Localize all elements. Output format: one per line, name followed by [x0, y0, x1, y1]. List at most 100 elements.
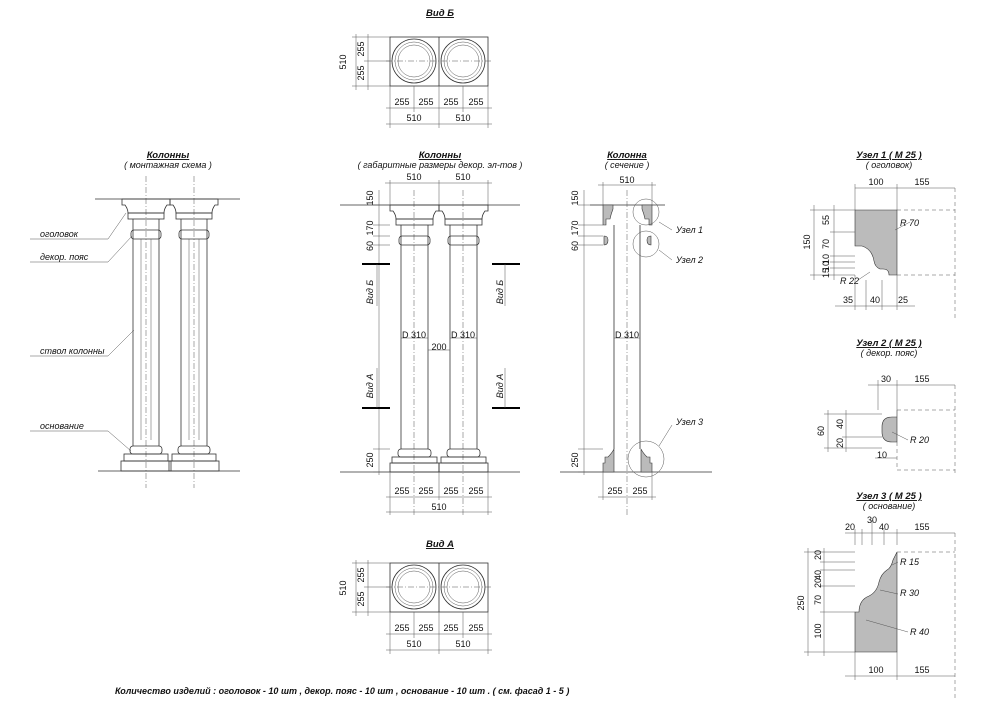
view-a-b2: 255 [418, 623, 433, 633]
section-top: 510 [619, 175, 634, 185]
node2-subtitle: ( декор. пояс) [861, 348, 918, 358]
view-a-dim-255b: 255 [356, 591, 366, 606]
node3-l-20b: 20 [813, 578, 823, 588]
view-a-t2: 510 [455, 639, 470, 649]
node3-top-40: 40 [879, 522, 889, 532]
section-node2: Узел 2 [675, 255, 703, 265]
marker-view-b-right: Вид Б [495, 280, 505, 304]
view-b: Вид Б 510 255 255 255 255 255 255 510 51… [338, 8, 492, 128]
view-a-t1: 510 [406, 639, 421, 649]
node3-b-155: 155 [914, 665, 929, 675]
node3-top-20: 20 [845, 522, 855, 532]
view-b-dim-510: 510 [338, 54, 348, 69]
node2-l-40: 40 [835, 419, 845, 429]
node3-l-40: 40 [813, 570, 823, 580]
node3-l-100: 100 [813, 623, 823, 638]
section-l-250: 250 [570, 452, 580, 467]
node3-title: Узел 3 ( М 25 ) [856, 491, 921, 502]
node2-top-30: 30 [881, 374, 891, 384]
section-l-150: 150 [570, 190, 580, 205]
node1-l-55: 55 [821, 215, 831, 225]
column-section: Колонна ( сечение ) 510 D 310 150 170 60… [560, 150, 712, 515]
label-belt: декор. пояс [40, 252, 89, 262]
view-a-b4: 255 [468, 623, 483, 633]
view-b-b3: 255 [443, 97, 458, 107]
view-b-b2: 255 [418, 97, 433, 107]
section-shaft-d: D 310 [615, 330, 639, 340]
node3-top-30: 30 [867, 515, 877, 525]
node1-l-10b: 10 [821, 261, 831, 271]
marker-view-a-right: Вид А [495, 374, 505, 399]
assembly-title: Колонны [147, 150, 189, 161]
section-l-60: 60 [570, 241, 580, 251]
dims-b2: 255 [418, 486, 433, 496]
dims-b4: 255 [468, 486, 483, 496]
dims-top-2: 510 [455, 172, 470, 182]
view-a-title: Вид А [426, 539, 454, 550]
node1-r70: R 70 [900, 218, 919, 228]
view-a-dim-255a: 255 [356, 567, 366, 582]
node1-l-150: 150 [802, 234, 812, 249]
node2-detail: Узел 2 ( М 25 ) ( декор. пояс) 30 155 R … [816, 338, 956, 475]
dims-subtitle: ( габаритные размеры декор. эл-тов ) [358, 160, 523, 170]
node1-top-155: 155 [914, 177, 929, 187]
node1-l-15: 15 [821, 268, 831, 278]
section-title: Колонна [607, 150, 647, 161]
node1-r22: R 22 [840, 276, 859, 286]
node1-top-100: 100 [868, 177, 883, 187]
view-a-b3: 255 [443, 623, 458, 633]
view-b-dim-255b: 255 [356, 65, 366, 80]
label-shaft: ствол колонны [40, 346, 105, 356]
dims-b-total: 510 [431, 502, 446, 512]
node3-detail: Узел 3 ( М 25 ) ( основание) 20 30 40 15… [796, 491, 956, 700]
node2-top-155: 155 [914, 374, 929, 384]
section-b1: 255 [607, 486, 622, 496]
node3-subtitle: ( основание) [863, 501, 915, 511]
node3-r30: R 30 [900, 588, 919, 598]
node2-b-10: 10 [877, 450, 887, 460]
node3-b-100: 100 [868, 665, 883, 675]
dims-l-150: 150 [365, 190, 375, 205]
dims-b1: 255 [394, 486, 409, 496]
view-a: Вид А 510 255 255 255 255 255 255 510 51… [338, 539, 492, 654]
dims-l-250: 250 [365, 452, 375, 467]
dims-gap: 200 [431, 342, 446, 352]
dims-b3: 255 [443, 486, 458, 496]
view-b-dim-255a: 255 [356, 41, 366, 56]
dims-title: Колонны [419, 150, 461, 161]
label-capital: оголовок [40, 229, 79, 239]
marker-view-a-left: Вид А [365, 374, 375, 399]
dims-l-60: 60 [365, 241, 375, 251]
section-l-170: 170 [570, 220, 580, 235]
section-node1: Узел 1 [675, 225, 703, 235]
node1-b-25: 25 [898, 295, 908, 305]
node2-l-20: 20 [835, 438, 845, 448]
view-b-b1: 255 [394, 97, 409, 107]
view-b-b4: 255 [468, 97, 483, 107]
dims-shaft-d2: D 310 [451, 330, 475, 340]
marker-view-b-left: Вид Б [365, 280, 375, 304]
dims-l-170: 170 [365, 220, 375, 235]
node1-b-35: 35 [843, 295, 853, 305]
node1-subtitle: ( оголовок) [866, 160, 912, 170]
section-subtitle: ( сечение ) [605, 160, 650, 170]
dims-top-1: 510 [406, 172, 421, 182]
quantity-note: Количество изделий : оголовок - 10 шт , … [115, 686, 569, 696]
view-a-b1: 255 [394, 623, 409, 633]
node1-b-40: 40 [870, 295, 880, 305]
view-b-t1: 510 [406, 113, 421, 123]
dims-shaft-d1: D 310 [402, 330, 426, 340]
view-b-t2: 510 [455, 113, 470, 123]
assembly-subtitle: ( монтажная схема ) [124, 160, 212, 170]
section-node3: Узел 3 [675, 417, 703, 427]
node3-r40: R 40 [910, 627, 929, 637]
node1-detail: Узел 1 ( М 25 ) ( оголовок) 100 155 R 70… [802, 150, 956, 320]
columns-dims: Колонны ( габаритные размеры декор. эл-т… [340, 150, 522, 515]
node3-l-250: 250 [796, 595, 806, 610]
node2-r20: R 20 [910, 435, 929, 445]
columns-assembly: Колонны ( монтажная схема ) оголовок дек… [30, 150, 240, 488]
view-b-title: Вид Б [426, 8, 454, 19]
node3-l-20a: 20 [813, 550, 823, 560]
node1-l-70: 70 [821, 239, 831, 249]
